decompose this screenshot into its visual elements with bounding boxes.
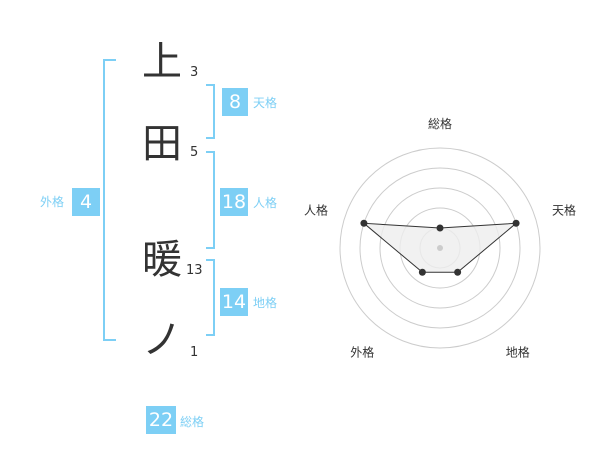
name-char-3: 暖 — [142, 237, 182, 283]
radar-axis-label-4: 外格 — [350, 345, 374, 360]
stroke-count-1: 3 — [190, 65, 199, 80]
tenkaku-bracket — [206, 84, 215, 139]
radar-ring — [359, 167, 521, 329]
chikaku-label: 地格 — [253, 296, 278, 310]
jinkaku-value: 18 — [220, 188, 248, 216]
jinkaku-bracket — [206, 151, 215, 249]
radar-point-5 — [360, 219, 368, 227]
radar-axis-label-1: 総格 — [428, 116, 452, 131]
radar-point-4 — [418, 268, 426, 276]
soukaku-label: 総格 — [180, 415, 205, 429]
tenkaku-label: 天格 — [253, 96, 278, 110]
stroke-count-2: 5 — [190, 145, 199, 160]
tenkaku-value: 8 — [222, 88, 248, 116]
stroke-count-3: 13 — [186, 263, 203, 278]
radar-point-3 — [454, 268, 462, 276]
radar-axis-label-5: 人格 — [304, 202, 328, 217]
soukaku-value: 22 — [146, 406, 176, 434]
gaikaku-label: 外格 — [40, 195, 65, 209]
radar-center — [437, 245, 443, 251]
stroke-count-4: 1 — [190, 345, 199, 360]
name-char-2: 田 — [142, 121, 182, 167]
gaikaku-bracket — [103, 59, 116, 341]
name-char-1: 上 — [142, 39, 182, 85]
radar-axis-label-3: 地格 — [506, 345, 530, 360]
name-char-4: ノ — [142, 317, 182, 363]
chikaku-value: 14 — [220, 288, 248, 316]
radar-point-1 — [436, 224, 444, 232]
radar-ring — [379, 187, 501, 309]
radar-point-2 — [512, 219, 520, 227]
jinkaku-label: 人格 — [253, 196, 278, 210]
radar-ring — [339, 147, 541, 349]
chikaku-bracket — [206, 259, 215, 336]
radar-axis-label-2: 天格 — [552, 202, 576, 217]
gaikaku-value: 4 — [72, 188, 100, 216]
